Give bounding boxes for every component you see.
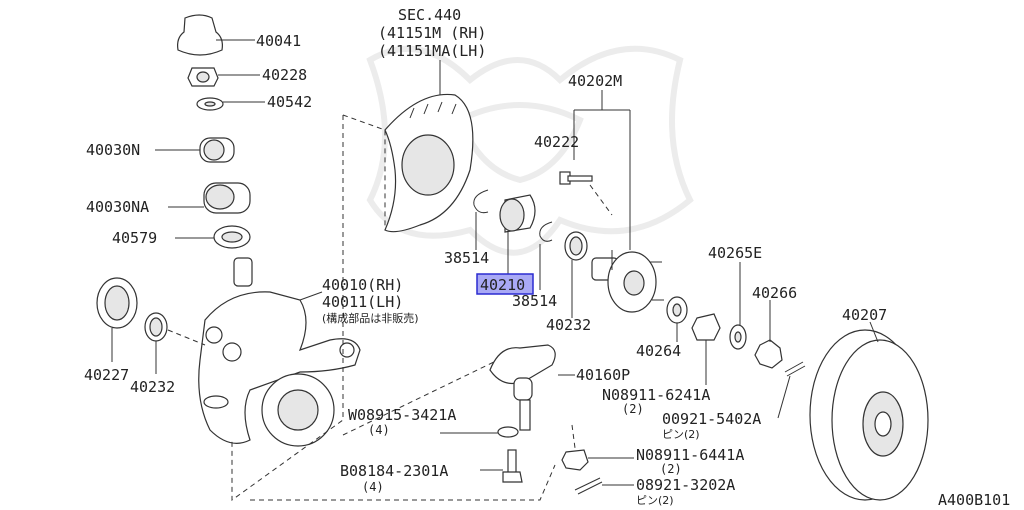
- label-n08911-6241A-qty: (2): [622, 402, 644, 416]
- label-40264[interactable]: 40264: [636, 342, 681, 360]
- label-w08915[interactable]: W08915-3421A: [348, 406, 456, 424]
- label-08921-qty: ピン(2): [636, 494, 674, 507]
- bearing-40030N[interactable]: [155, 137, 235, 163]
- bearing-40030NA[interactable]: [168, 182, 251, 214]
- washer-08915[interactable]: [440, 426, 519, 438]
- label-n08911-6441A[interactable]: N08911-6441A: [636, 446, 744, 464]
- label-40232-left[interactable]: 40232: [130, 378, 175, 396]
- nut-08911-6241A[interactable]: [691, 313, 721, 385]
- label-40011-note: (構成部品は非販売): [322, 311, 419, 325]
- label-40030NA[interactable]: 40030NA: [86, 198, 149, 216]
- label-40542[interactable]: 40542: [267, 93, 312, 111]
- label-40227[interactable]: 40227: [84, 366, 129, 384]
- stud-40222[interactable]: [559, 171, 593, 185]
- nut-08911-6441A[interactable]: [561, 449, 634, 471]
- label-40202M[interactable]: 40202M: [568, 72, 622, 90]
- snap-ring-38514-right[interactable]: [539, 221, 553, 290]
- watermark-emblem: [366, 45, 694, 256]
- backing-plate-sec440[interactable]: [384, 60, 474, 233]
- lock-nut-40266[interactable]: [754, 300, 783, 369]
- label-00921-5402A[interactable]: 00921-5402A: [662, 410, 761, 428]
- label-b08184-qty: (4): [362, 480, 384, 494]
- cotter-pin-00921[interactable]: [777, 361, 806, 419]
- section-ref: SEC.440: [398, 6, 461, 24]
- label-40232-right[interactable]: 40232: [546, 316, 591, 334]
- label-b08184[interactable]: B08184-2301A: [340, 462, 448, 480]
- label-40265E[interactable]: 40265E: [708, 244, 762, 262]
- label-38514-left[interactable]: 38514: [444, 249, 489, 267]
- washer-40264[interactable]: [666, 296, 688, 342]
- label-40207[interactable]: 40207: [842, 306, 887, 324]
- knuckle-40010[interactable]: [198, 257, 361, 447]
- hub-40202M[interactable]: [573, 90, 664, 313]
- washer-40542[interactable]: [196, 97, 265, 111]
- brake-disc-40207[interactable]: [809, 321, 929, 501]
- boot-40041[interactable]: [177, 14, 255, 56]
- highlight-box-40210: [476, 273, 534, 295]
- label-40010[interactable]: 40010(RH): [322, 276, 403, 294]
- label-00921-qty: ピン(2): [662, 428, 700, 441]
- label-08921-3202A[interactable]: 08921-3202A: [636, 476, 735, 494]
- cotter-pin-08921[interactable]: [574, 477, 634, 495]
- label-w08915-qty: (4): [368, 423, 390, 437]
- label-40030N[interactable]: 40030N: [86, 141, 140, 159]
- label-n08911-6441A-qty: (2): [660, 462, 682, 476]
- label-40210[interactable]: 40210: [480, 276, 525, 294]
- seal-40579[interactable]: [175, 225, 251, 249]
- label-40222[interactable]: 40222: [534, 133, 579, 151]
- bolt-08184[interactable]: [480, 449, 523, 483]
- label-40579[interactable]: 40579: [112, 229, 157, 247]
- seal-40232-left[interactable]: [144, 312, 168, 374]
- seal-40227[interactable]: [96, 277, 138, 362]
- label-40266[interactable]: 40266: [752, 284, 797, 302]
- label-40228[interactable]: 40228: [262, 66, 307, 84]
- nut-40228[interactable]: [187, 67, 260, 87]
- drawing-id: A400B101: [938, 491, 1010, 509]
- section-part-rh: (41151M (RH): [378, 24, 486, 42]
- label-40011[interactable]: 40011(LH): [322, 293, 403, 311]
- bearing-40210[interactable]: [499, 194, 536, 275]
- label-40160P[interactable]: 40160P: [576, 366, 630, 384]
- washer-40265E[interactable]: [729, 262, 747, 350]
- label-40041[interactable]: 40041: [256, 32, 301, 50]
- label-38514-right[interactable]: 38514: [512, 292, 557, 310]
- seal-40232-right[interactable]: [564, 231, 588, 318]
- label-n08911-6241A[interactable]: N08911-6241A: [602, 386, 710, 404]
- snap-ring-38514-left[interactable]: [473, 189, 489, 250]
- ball-joint-40160P[interactable]: [489, 344, 575, 431]
- section-part-lh: (41151MA(LH): [378, 42, 486, 60]
